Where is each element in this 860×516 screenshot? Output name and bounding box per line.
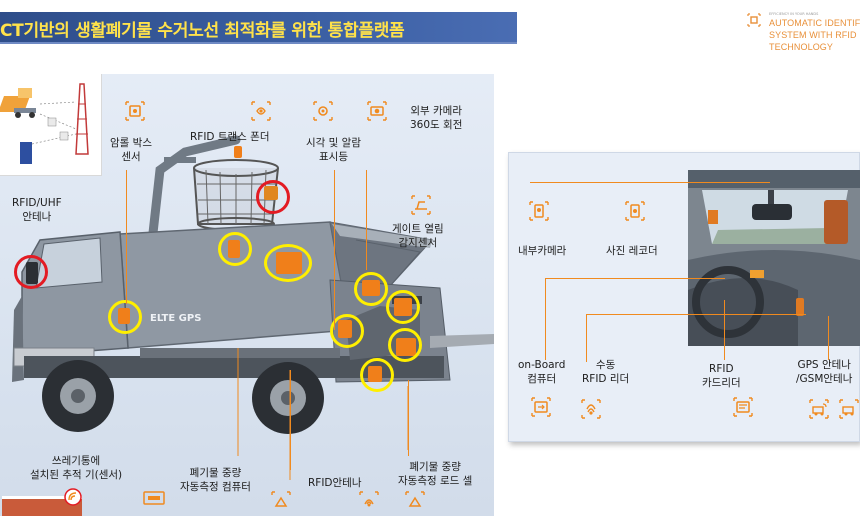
label-gate-sensor-line-2: 감지센서 [398, 237, 438, 249]
photo-recorder-icon [624, 200, 646, 222]
label-load-cell: 폐기물 중량 자동측정 로드 셀 [398, 460, 472, 488]
label-weighing-computer-line-1: 폐기물 중량 [189, 467, 242, 479]
sensor-box-icon [124, 100, 146, 122]
lock-box-highlight [108, 300, 142, 334]
label-card-reader-line-2: 카드리더 [702, 377, 741, 389]
callout-line-reader-h [586, 314, 806, 315]
label-manual-reader-line-2: RFID 리더 [582, 373, 630, 385]
load-cell-icon [404, 490, 426, 512]
brand-line-2: SYSTEM WITH RFID [769, 30, 857, 40]
label-transponder-line-1: RFID 트랜스 폰더 [190, 131, 270, 143]
rfid-logo-icon [747, 12, 761, 27]
camera-icon [366, 100, 388, 122]
label-onboard-computer-line-2: 컴퓨터 [527, 373, 557, 385]
callout-line-card [724, 300, 725, 360]
cabin-interior-photo [688, 170, 860, 346]
manual-reader-icon [580, 398, 602, 420]
title-banner: CT기반의 생활폐기물 수거노선 최적화를 위한 통합플랫폼 [0, 12, 517, 44]
callout-line-cabin-left [545, 278, 546, 360]
label-camera-360-line-1: 외부 카메라 [410, 105, 462, 117]
interior-camera-icon [528, 200, 550, 222]
label-antenna: RFID/UHF 안테나 [12, 196, 62, 224]
wireless-signal-icon [64, 488, 82, 506]
page-title: CT기반의 생활폐기물 수거노선 최적화를 위한 통합플랫폼 [0, 21, 405, 41]
gate-sensor-icon [410, 194, 432, 216]
rear-highlight-1 [386, 290, 420, 324]
label-camera-360: 외부 카메라 360도 회전 [410, 104, 462, 132]
scale-icon [270, 490, 292, 512]
label-lock-box: 암롤 박스 센서 [110, 136, 152, 164]
label-photo-recorder: 사진 레코더 [606, 245, 658, 257]
label-camera-360-line-2: 360도 회전 [410, 119, 463, 131]
label-transponder: RFID 트랜스 폰더 [190, 130, 270, 144]
callout-line-lock-box [126, 170, 127, 304]
body-sensor-1-highlight [218, 232, 252, 266]
label-card-reader-line-1: RFID [709, 363, 734, 375]
label-rfid-antenna-line-1: RFID안테나 [308, 477, 362, 489]
callout-line-gps [828, 316, 829, 360]
gate-highlight [354, 272, 388, 306]
transponder-highlight [256, 180, 290, 214]
label-gps-antenna-line-2: /GSM안테나 [796, 373, 853, 385]
callout-line-reader-v [586, 314, 587, 362]
label-bin-tracker: 쓰레기통에 설치된 추적 기(센서) [30, 454, 122, 482]
callout-line-cabin-mid [545, 278, 725, 279]
gps-antenna-icon [808, 398, 830, 420]
callout-line-gate [366, 170, 367, 270]
label-lock-box-line-1: 암롤 박스 [110, 137, 152, 149]
label-antenna-line-2: 안테나 [22, 211, 52, 223]
label-visual-alarm: 시각 및 알람 표시등 [306, 136, 361, 164]
callout-line-load-cell [408, 380, 409, 456]
callout-line-visual-alarm [334, 170, 335, 330]
label-bin-tracker-line-1: 쓰레기통에 [51, 455, 101, 467]
label-gate-sensor: 게이트 열림 감지센서 [392, 222, 444, 250]
alarm-light-icon [312, 100, 334, 122]
label-weighing-computer: 폐기물 중량 자동측정 컴퓨터 [180, 466, 251, 494]
computer-icon [142, 488, 166, 510]
label-interior-camera: 내부카메라 [518, 245, 567, 257]
label-visual-alarm-line-2: 표시등 [319, 151, 348, 163]
top-sensor [234, 146, 242, 158]
rear-highlight-4 [360, 358, 394, 392]
label-gps-antenna-line-1: GPS 안테나 [797, 359, 851, 371]
label-onboard-computer: on-Board 컴퓨터 [518, 358, 565, 386]
bin-thumbnail-image [2, 496, 82, 516]
label-card-reader: RFID 카드리더 [702, 362, 741, 390]
label-lock-box-line-2: 센서 [121, 151, 141, 163]
label-onboard-computer-line-1: on-Board [518, 359, 566, 371]
rear-highlight-2 [330, 314, 364, 348]
brand-line-3: TECHNOLOGY [769, 42, 834, 52]
callout-line-cabin-top [530, 182, 770, 183]
label-rfid-antenna: RFID안테나 [308, 476, 362, 490]
label-manual-reader: 수동 RFID 리더 [582, 358, 629, 386]
label-manual-reader-line-1: 수동 [595, 359, 616, 371]
body-sensor-2-highlight [264, 244, 312, 282]
onboard-computer-icon [530, 396, 552, 418]
antenna-highlight [14, 255, 48, 289]
transponder-icon [250, 100, 272, 122]
gsm-antenna-icon [838, 398, 860, 420]
rear-highlight-3 [388, 328, 422, 362]
truck-brand-label: ELTE GPS [150, 313, 202, 324]
card-reader-icon [732, 396, 754, 418]
label-antenna-line-1: RFID/UHF [12, 197, 62, 209]
brand-tagline: EFFICIENCY IN YOUR HANDS [769, 12, 819, 16]
label-bin-tracker-line-2: 설치된 추적 기(센서) [30, 469, 123, 481]
system-diagram-image [0, 74, 102, 176]
label-gps-antenna: GPS 안테나 /GSM안테나 [796, 358, 852, 386]
label-gate-sensor-line-1: 게이트 열림 [392, 223, 444, 235]
label-visual-alarm-line-1: 시각 및 알람 [306, 137, 361, 149]
rfid-antenna-icon [358, 490, 380, 512]
brand-line-1: AUTOMATIC IDENTIFIC [769, 18, 860, 28]
label-load-cell-line-2: 자동측정 로드 셀 [398, 475, 473, 487]
label-weighing-computer-line-2: 자동측정 컴퓨터 [180, 481, 251, 493]
label-load-cell-line-1: 폐기물 중량 [409, 461, 461, 473]
callout-line-rfid-antenna [290, 370, 291, 470]
